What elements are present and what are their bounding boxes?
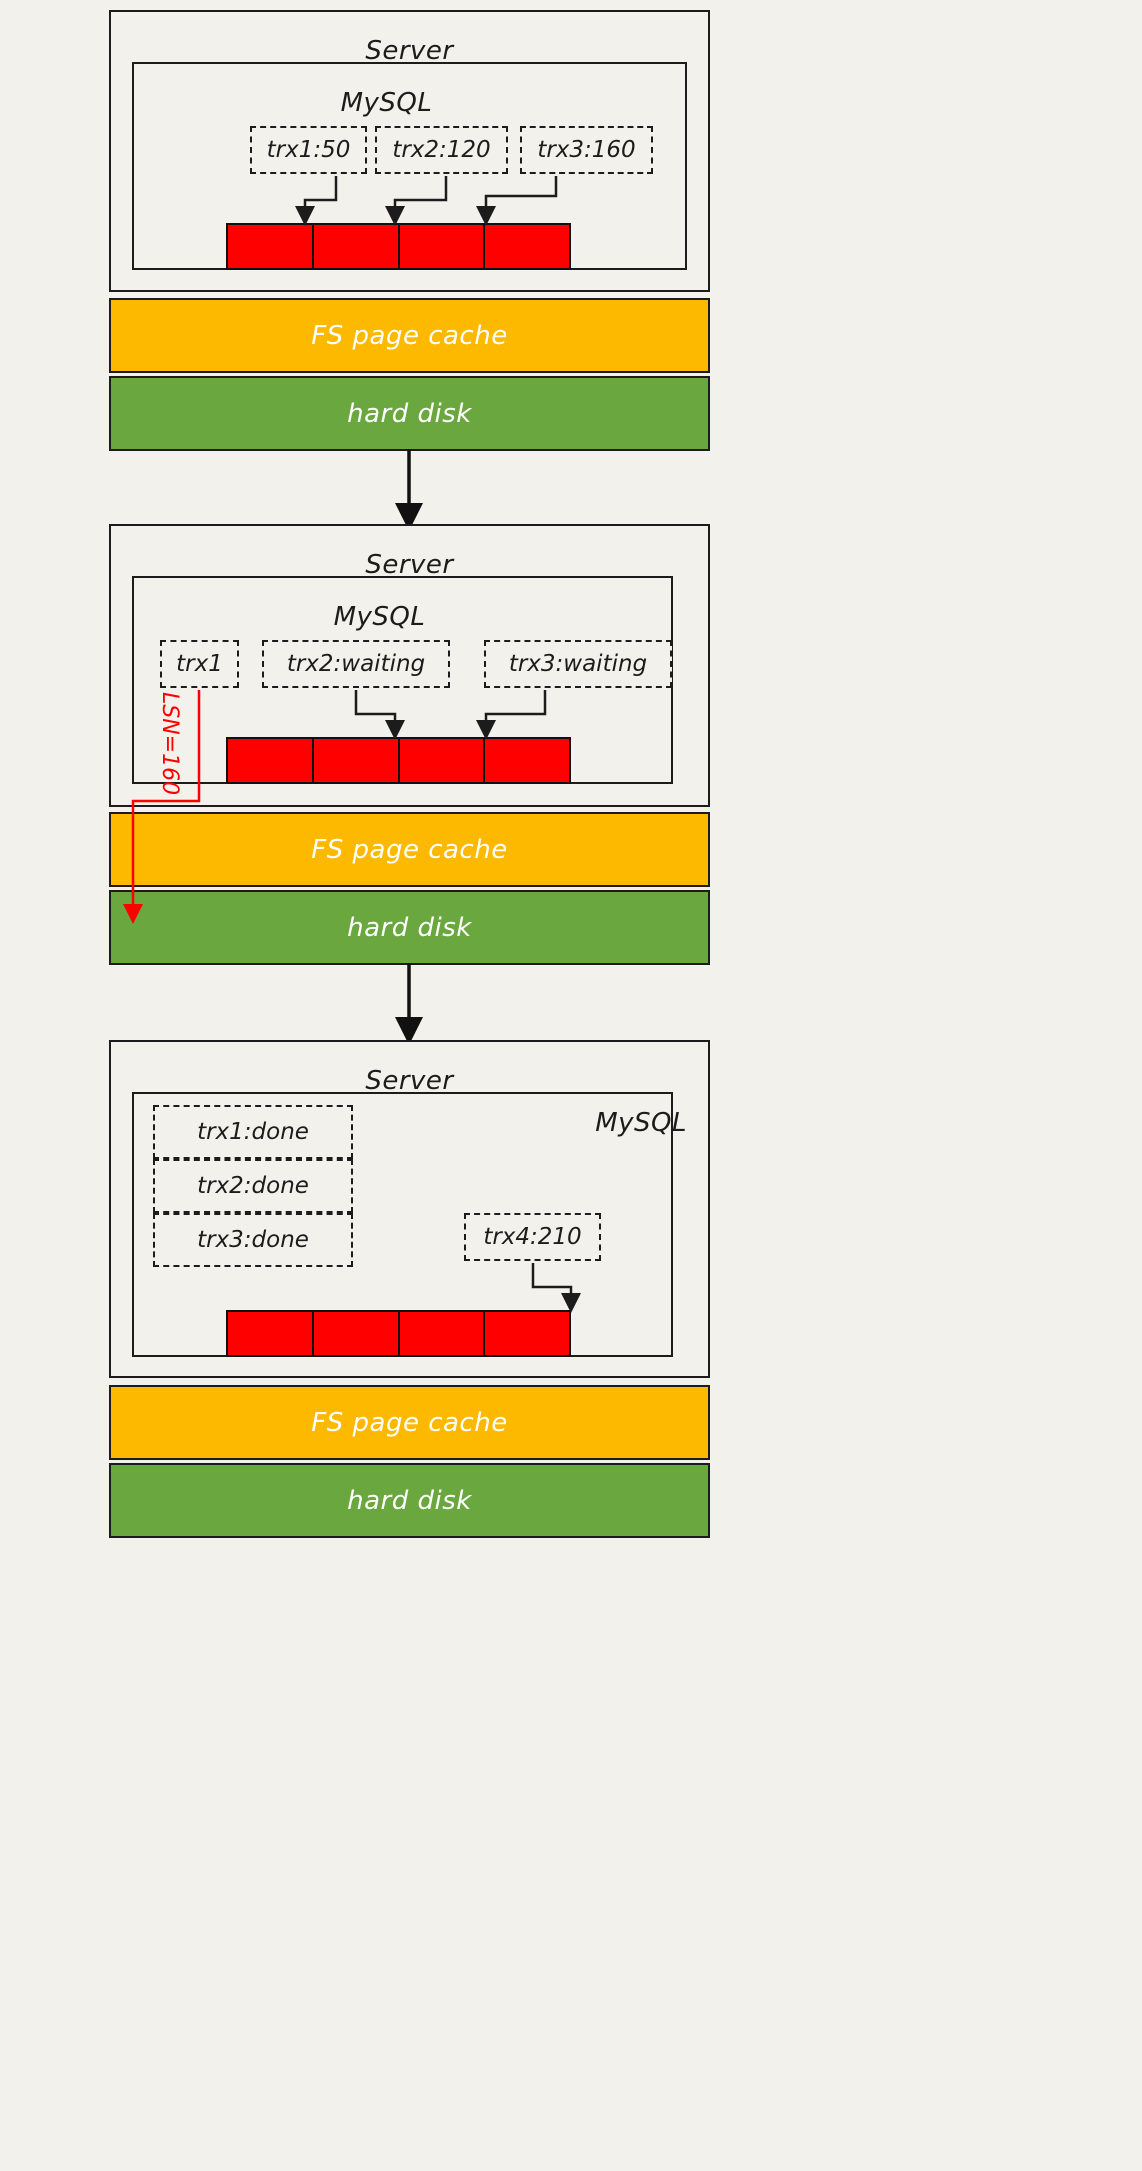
stage-2: Server MySQL trx1 trx2:waiting trx3:wait… [109,524,710,965]
hard-disk-band-3: hard disk [109,1463,710,1538]
trx-box-1-3[interactable]: trx3:160 [520,126,653,174]
trx-box-2-2[interactable]: trx2:waiting [262,640,450,688]
redo-log-cell [314,1312,400,1355]
hard-disk-label-2: hard disk [347,912,472,943]
mysql-title-1: MySQL [340,88,433,118]
hard-disk-label-1: hard disk [347,398,472,429]
redo-log-buffer-3 [226,1310,571,1357]
trx-box-3-1[interactable]: trx1:done [153,1105,353,1159]
stage-connector-arrow-2-3 [395,963,423,1043]
fs-page-cache-label-1: FS page cache [311,320,508,351]
mysql-title-2: MySQL [333,602,426,632]
trx-box-1-2[interactable]: trx2:120 [375,126,508,174]
trx-box-3-2[interactable]: trx2:done [153,1159,353,1213]
trx-box-2-3[interactable]: trx3:waiting [484,640,672,688]
redo-log-cell [314,225,400,268]
mysql-title-3: MySQL [595,1108,687,1138]
hard-disk-band-2: hard disk [109,890,710,965]
trx-box-3-3[interactable]: trx3:done [153,1213,353,1267]
stage-3: Server MySQL trx1:done trx2:done trx3:do… [109,1040,710,1545]
server-title-2: Server [365,550,454,580]
hard-disk-label-3: hard disk [347,1485,472,1516]
redo-log-cell [485,225,569,268]
server-title-3: Server [365,1066,454,1096]
redo-log-cell [485,1312,569,1355]
lsn-annotation-label: LSN=160 [157,692,182,796]
stage-connector-arrow-1-2 [395,449,423,529]
fs-page-cache-band-1: FS page cache [109,298,710,373]
trx-box-2-1[interactable]: trx1 [160,640,239,688]
fs-page-cache-label-2: FS page cache [311,834,508,865]
server-title-1: Server [365,36,454,66]
redo-log-buffer-2 [226,737,571,784]
trx-box-3-4[interactable]: trx4:210 [464,1213,601,1261]
fs-page-cache-label-3: FS page cache [311,1407,508,1438]
fs-page-cache-band-2: FS page cache [109,812,710,887]
redo-log-cell [228,1312,314,1355]
redo-log-cell [400,739,486,782]
redo-log-cell [228,739,314,782]
redo-log-cell [400,1312,486,1355]
trx-box-1-1[interactable]: trx1:50 [250,126,367,174]
redo-log-cell [485,739,569,782]
redo-log-buffer-1 [226,223,571,270]
stage-1: Server MySQL trx1:50 trx2:120 trx3:160 F… [109,10,710,451]
redo-log-cell [314,739,400,782]
redo-log-cell [400,225,486,268]
redo-log-cell [228,225,314,268]
hard-disk-band-1: hard disk [109,376,710,451]
fs-page-cache-band-3: FS page cache [109,1385,710,1460]
